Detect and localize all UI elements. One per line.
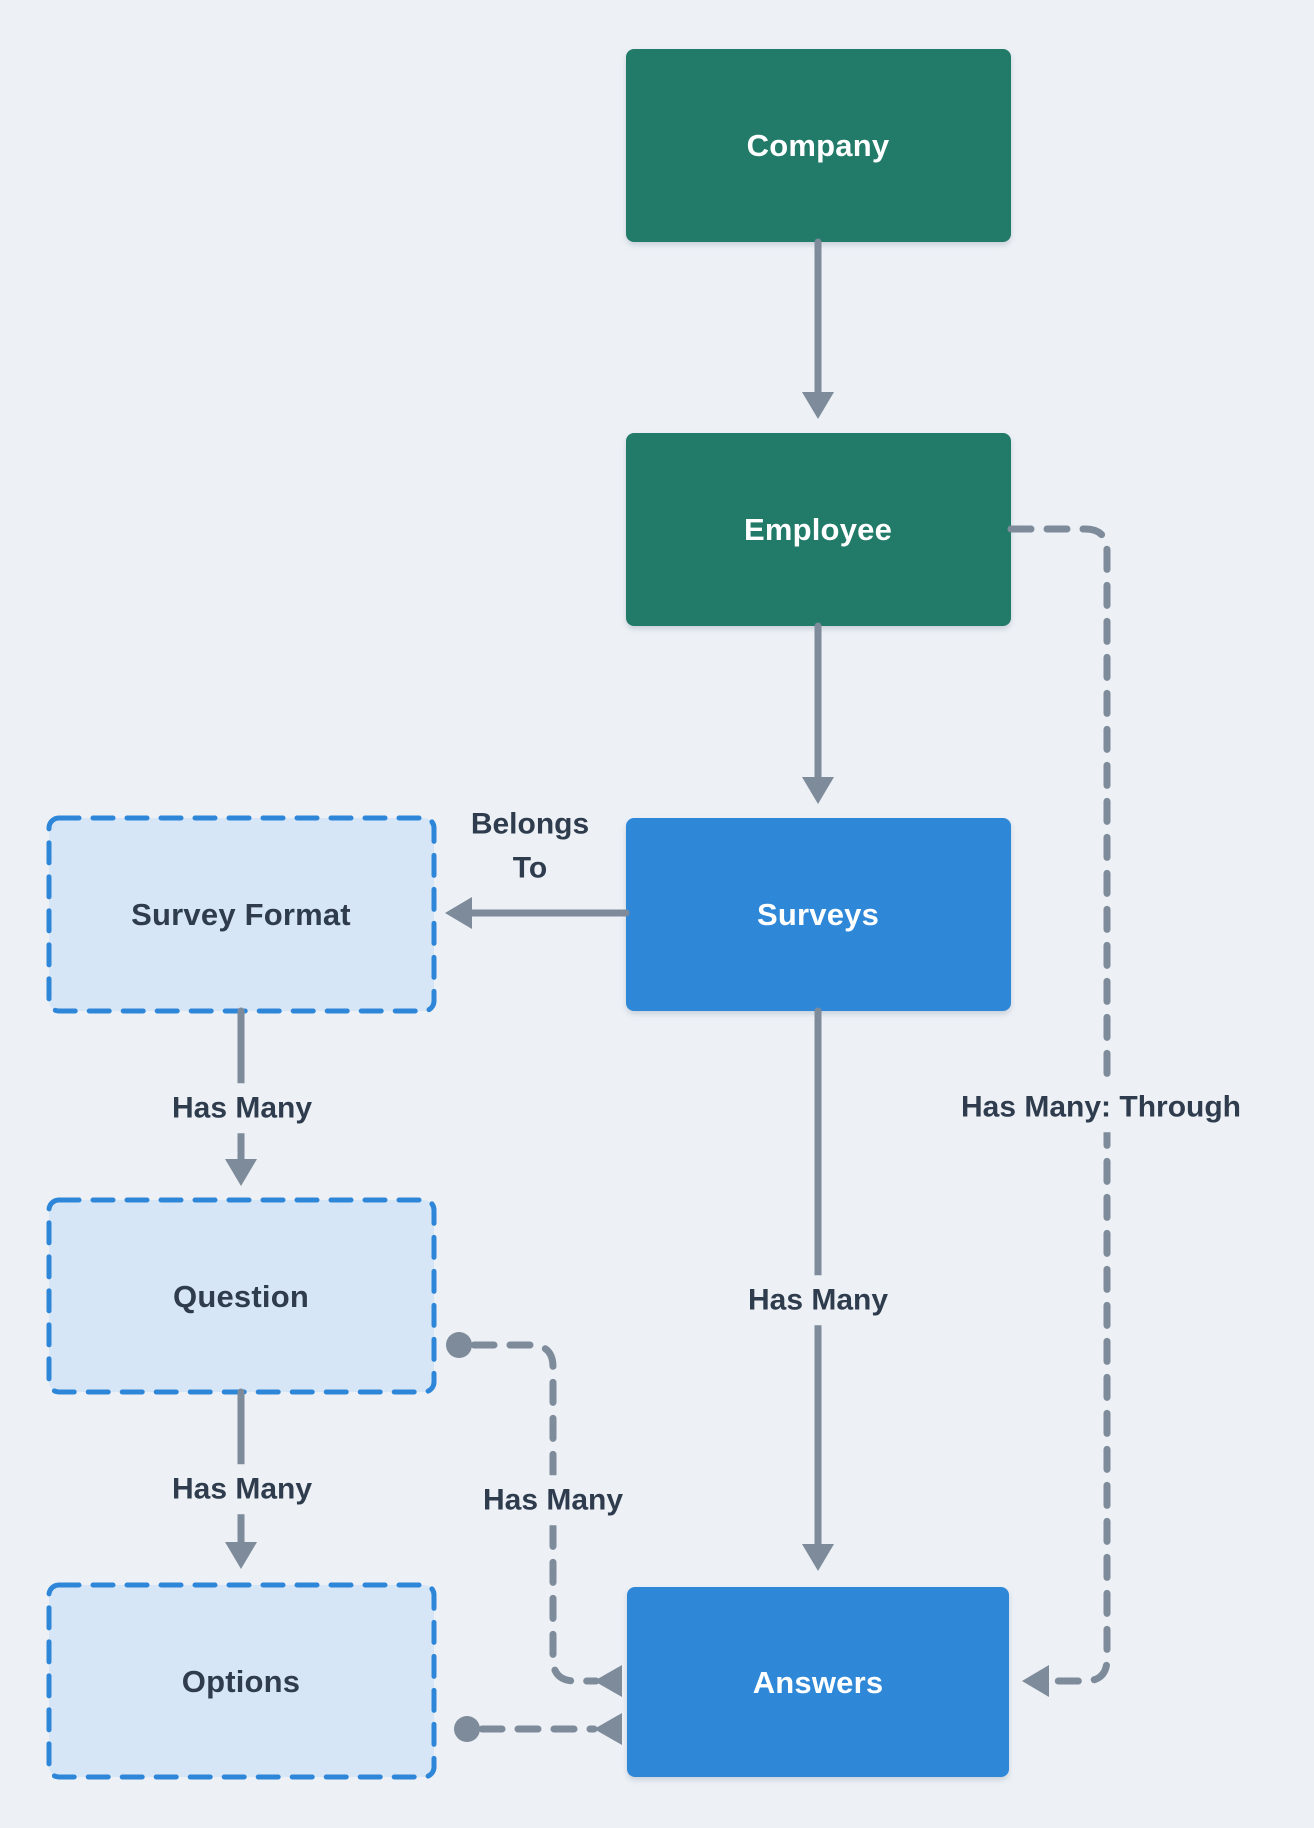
node-question: Question bbox=[173, 1279, 309, 1314]
node-options: Options bbox=[181, 1664, 301, 1699]
surveys-node-box bbox=[626, 818, 1011, 1011]
node-company: Company bbox=[746, 128, 890, 163]
node-answers: Answers bbox=[752, 1665, 884, 1700]
relation-circle-options bbox=[454, 1716, 480, 1742]
edge-options-answers bbox=[454, 1713, 622, 1745]
answers-node-box bbox=[627, 1587, 1009, 1777]
edge-label-has-many-question-options: Has Many bbox=[161, 1464, 323, 1514]
node-employee: Employee bbox=[743, 512, 893, 547]
node-surveys: Surveys bbox=[756, 897, 880, 932]
funnel-arrowhead-answers-left-upper bbox=[594, 1665, 622, 1697]
edge-company-employee bbox=[802, 238, 834, 419]
edge-label-belongs-to: Belongs To bbox=[451, 799, 609, 893]
funnel-arrowhead-answers-left-lower bbox=[594, 1713, 622, 1745]
node-survey-format: Survey Format bbox=[131, 897, 351, 932]
company-node-box bbox=[626, 49, 1011, 242]
arrowhead-into-answers-right bbox=[1022, 1665, 1049, 1697]
edge-label-has-many-surveys-answers: Has Many bbox=[737, 1275, 899, 1325]
options-node-box bbox=[46, 1582, 437, 1780]
relation-circle-question bbox=[446, 1332, 472, 1358]
employee-node-box bbox=[626, 433, 1011, 626]
edge-employee-surveys bbox=[802, 622, 834, 804]
edge-label-has-many-question-answers: Has Many bbox=[472, 1475, 634, 1525]
edge-label-has-many-through: Has Many: Through bbox=[950, 1082, 1252, 1132]
edge-label-has-many-surveyformat-question: Has Many bbox=[161, 1083, 323, 1133]
edge-surveys-surveyformat bbox=[445, 897, 630, 929]
